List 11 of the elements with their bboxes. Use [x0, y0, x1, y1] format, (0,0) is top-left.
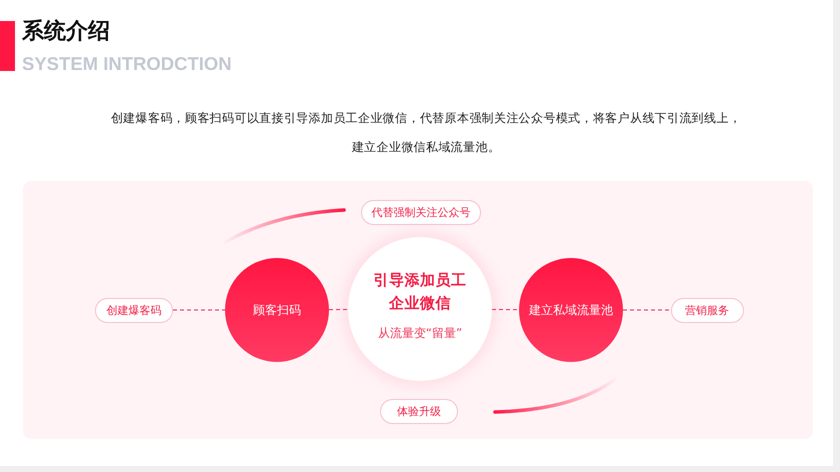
pill-tag: 创建爆客码: [95, 298, 173, 322]
title: 系统介绍: [22, 20, 110, 44]
intro-paragraph: 创建爆客码，顾客扫码可以直接引导添加员工企业微信，代替原本强制关注公众号模式，将客户从线下引流到线上，建立企业微信私域流量池。: [110, 110, 742, 156]
dashed-line: [328, 309, 348, 310]
circle-heading: 引导添加员工企业微信: [372, 270, 468, 314]
pill-tag: 体验升级: [380, 398, 458, 424]
pill-tag: 营销服务: [670, 298, 744, 322]
subtitle: SYSTEM INTRODCTION: [22, 54, 232, 74]
pill-tag: 代替强制关注公众号: [361, 200, 481, 224]
dashed-line: [492, 308, 520, 310]
circle-subtitle: 从流量变“留量”: [378, 324, 462, 342]
